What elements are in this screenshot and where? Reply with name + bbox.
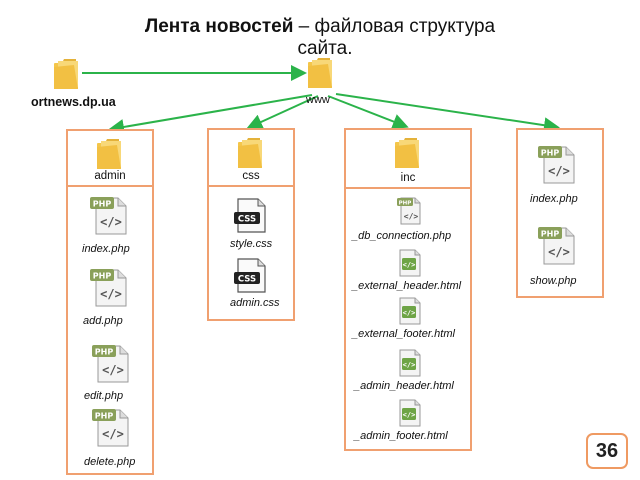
arrow-www-to-inc: [327, 95, 409, 130]
slide-title: Лента новостей – файловая структура сайт…: [0, 16, 640, 60]
folder-icon: [52, 55, 82, 91]
php-file-icon: PHP </>: [88, 194, 130, 236]
www-file-name: index.php: [530, 193, 578, 205]
admin-file-name: delete.php: [84, 456, 136, 468]
svg-text:</>: </>: [403, 309, 416, 317]
html-file-icon: </>: [396, 348, 422, 378]
folder-icon: [306, 54, 336, 90]
svg-text:PHP: PHP: [399, 200, 412, 206]
svg-text:</>: </>: [404, 212, 419, 221]
title-bold: Лента новостей: [144, 16, 294, 37]
svg-text:</>: </>: [403, 411, 416, 419]
folder-icon: [95, 135, 125, 171]
inc-file-name: _admin_header.html: [354, 380, 454, 392]
www-file-name: show.php: [530, 275, 577, 287]
svg-text:PHP: PHP: [95, 412, 114, 421]
svg-text:</>: </>: [102, 427, 124, 441]
inc-file-name: _db_connection.php: [352, 230, 452, 242]
inc-file-name: _admin_footer.html: [354, 430, 448, 442]
svg-text:PHP: PHP: [541, 230, 560, 239]
www-label: www: [306, 94, 330, 106]
php-file-icon: PHP </>: [90, 406, 132, 448]
php-file-icon: PHP </>: [90, 342, 132, 384]
php-file-icon: PHP </>: [536, 224, 578, 266]
svg-text:PHP: PHP: [93, 272, 112, 281]
svg-text:PHP: PHP: [95, 348, 114, 357]
svg-text:PHP: PHP: [93, 200, 112, 209]
svg-text:</>: </>: [403, 361, 416, 369]
svg-text:</>: </>: [102, 363, 124, 377]
php-file-icon: PHP </>: [396, 196, 422, 226]
admin-file-name: edit.php: [84, 390, 124, 402]
php-file-icon: PHP </>: [88, 266, 130, 308]
css-file-icon: CSS: [231, 256, 269, 294]
svg-text:</>: </>: [548, 164, 570, 178]
svg-text:</>: </>: [100, 215, 122, 229]
arrow-www-to-admin: [108, 94, 313, 135]
php-file-icon: PHP </>: [536, 143, 578, 185]
title-rest: – файловая структура: [293, 16, 496, 37]
css-file-name: admin.css: [230, 297, 280, 309]
css-folder-header: css: [207, 128, 295, 187]
svg-text:CSS: CSS: [238, 275, 256, 285]
inc-folder-label: inc: [400, 172, 416, 184]
admin-folder-label: admin: [94, 170, 126, 182]
admin-folder-header: admin: [66, 129, 154, 187]
admin-file-name: index.php: [82, 243, 130, 255]
title-line2: сайта.: [297, 38, 353, 59]
inc-file-name: _external_header.html: [352, 280, 462, 292]
admin-file-name: add.php: [83, 315, 123, 327]
folder-icon: [236, 134, 266, 170]
page-number: 36: [586, 433, 628, 469]
svg-text:CSS: CSS: [238, 215, 256, 225]
inc-folder-header: inc: [344, 128, 472, 189]
css-folder-label: css: [242, 170, 260, 182]
arrow-www-to-css: [246, 95, 319, 130]
inc-file-name: _external_footer.html: [352, 328, 455, 340]
css-file-icon: CSS: [231, 196, 269, 234]
svg-text:</>: </>: [403, 261, 416, 269]
svg-text:</>: </>: [100, 287, 122, 301]
html-file-icon: </>: [396, 296, 422, 326]
folder-icon: [393, 134, 423, 170]
html-file-icon: </>: [396, 398, 422, 428]
svg-text:PHP: PHP: [541, 149, 560, 158]
root-label: ortnews.dp.ua: [31, 95, 116, 109]
svg-text:</>: </>: [548, 245, 570, 259]
arrow-www-to-files: [335, 93, 560, 134]
html-file-icon: </>: [396, 248, 422, 278]
css-file-name: style.css: [230, 238, 273, 250]
